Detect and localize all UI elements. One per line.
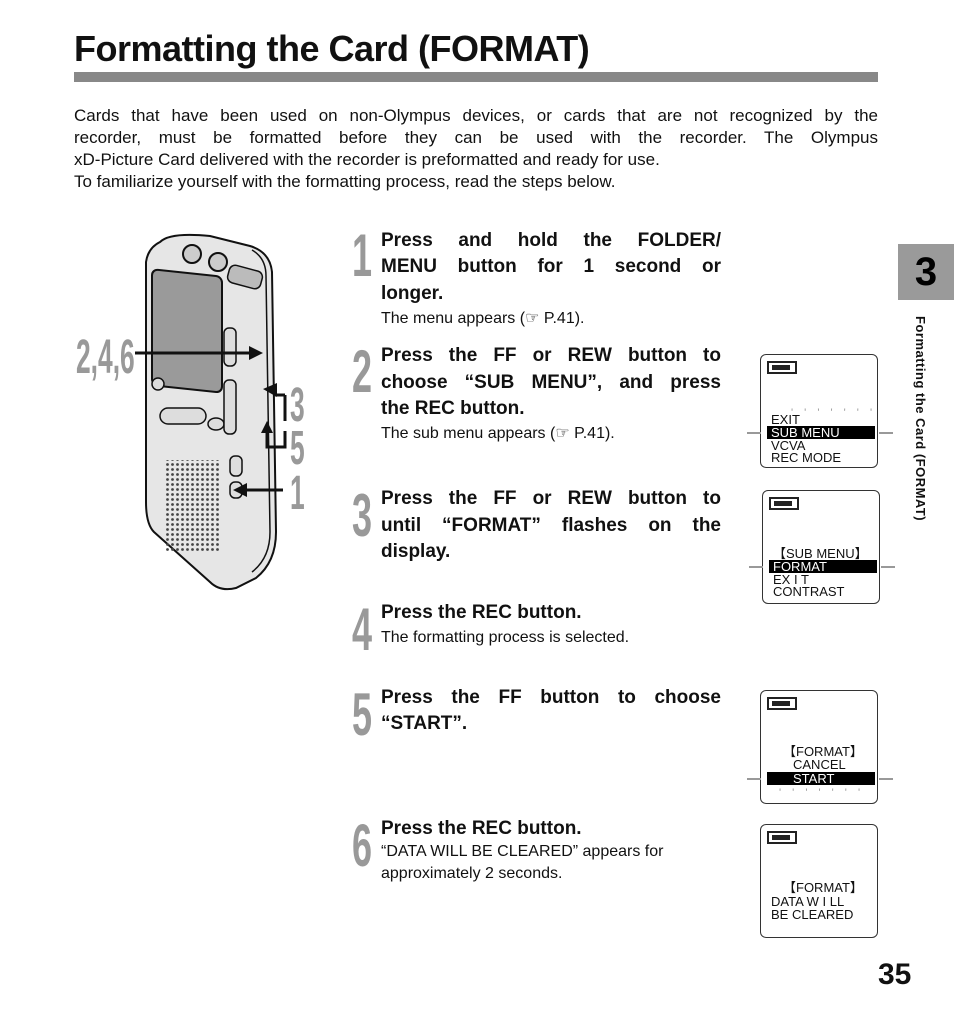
intro-line-4: To familiarize yourself with the formatt…	[74, 172, 616, 191]
lcd-line: 【FORMAT】	[783, 880, 863, 895]
intro-line-1: Cards that have been used on non-Olympus…	[74, 106, 878, 125]
callout-2-4-6: 2,4,6	[76, 331, 135, 384]
step-text: Press the REC button.	[381, 818, 582, 839]
lcd-line: EX I T	[773, 572, 809, 587]
page-title: Formatting the Card (FORMAT)	[74, 28, 590, 69]
step-number: 3	[352, 482, 373, 549]
step-number: 4	[352, 596, 373, 663]
battery-icon	[767, 831, 797, 844]
step-text: “START”.	[381, 713, 468, 734]
lcd-line: CONTRAST	[773, 584, 845, 599]
lcd-line-highlight: START	[767, 772, 875, 785]
step-text: until “FORMAT” flashes on the	[381, 515, 721, 536]
intro-line-3: xD-Picture Card delivered with the recor…	[74, 150, 660, 169]
lcd-display-submenu: ' ' ' ' ' ' ' EXIT SUB MENU VCVA REC MOD…	[747, 354, 893, 468]
callout-1: 1	[290, 467, 305, 520]
lcd-line: EXIT	[771, 412, 800, 427]
lcd-line-highlight: SUB MENU	[767, 426, 875, 439]
recorder-illustration	[145, 233, 278, 591]
lcd-line: VCVA	[771, 438, 806, 453]
step-text: longer.	[381, 283, 444, 304]
side-label-text: Formatting the Card (FORMAT)	[913, 316, 928, 522]
step-number: 1	[352, 222, 373, 289]
page-number: 35	[878, 958, 912, 991]
step-text: Press the REC button.	[381, 602, 582, 623]
battery-icon	[767, 361, 797, 374]
lcd-line: REC MODE	[771, 450, 842, 465]
callout-3: 3	[290, 379, 305, 432]
step-note: approximately 2 seconds.	[381, 865, 563, 882]
callout-arrows	[135, 346, 287, 497]
lcd-line: CANCEL	[793, 757, 846, 772]
battery-icon	[767, 697, 797, 710]
step-text: choose “SUB MENU”, and press	[381, 372, 721, 393]
step-note: The sub menu appears (☞ P.41).	[381, 425, 615, 442]
title-rule	[74, 72, 878, 82]
lcd-line: 【SUB MENU】	[773, 546, 868, 561]
side-label: Formatting the Card (FORMAT)	[912, 316, 932, 566]
step-text: Press the FF button to choose	[381, 687, 721, 708]
step-note: The formatting process is selected.	[381, 629, 630, 646]
lcd-display-data-cleared: 【FORMAT】 DATA W I LL BE CLEARED	[760, 824, 878, 938]
step-text: the REC button.	[381, 398, 525, 419]
step-text: Press the FF or REW button to	[381, 345, 721, 366]
step-note: “DATA WILL BE CLEARED” appears for	[381, 843, 664, 860]
step-number: 6	[352, 812, 373, 879]
step-note: The menu appears (☞ P.41).	[381, 310, 585, 327]
step-text: Press the FF or REW button to	[381, 488, 721, 509]
lcd-line: DATA W I LL	[771, 894, 845, 909]
lcd-display-start: 【FORMAT】 CANCEL START ' ' ' ' ' ' '	[747, 690, 893, 804]
step-number: 2	[352, 338, 373, 405]
chapter-tab: 3	[898, 244, 954, 300]
battery-icon	[769, 497, 799, 510]
step-number: 5	[352, 681, 373, 748]
lcd-line: BE CLEARED	[771, 907, 854, 922]
lcd-line: 【FORMAT】	[783, 744, 863, 759]
step-text: Press and hold the FOLDER/	[381, 230, 721, 251]
step-text: display.	[381, 541, 451, 562]
callout-5: 5	[290, 422, 305, 475]
lcd-line-highlight: FORMAT	[769, 560, 877, 573]
step-text: MENU button for 1 second or	[381, 256, 721, 277]
lcd-display-format: 【SUB MENU】 FORMAT EX I T CONTRAST	[749, 490, 895, 604]
intro-line-2: recorder, must be formatted before they …	[74, 128, 878, 147]
